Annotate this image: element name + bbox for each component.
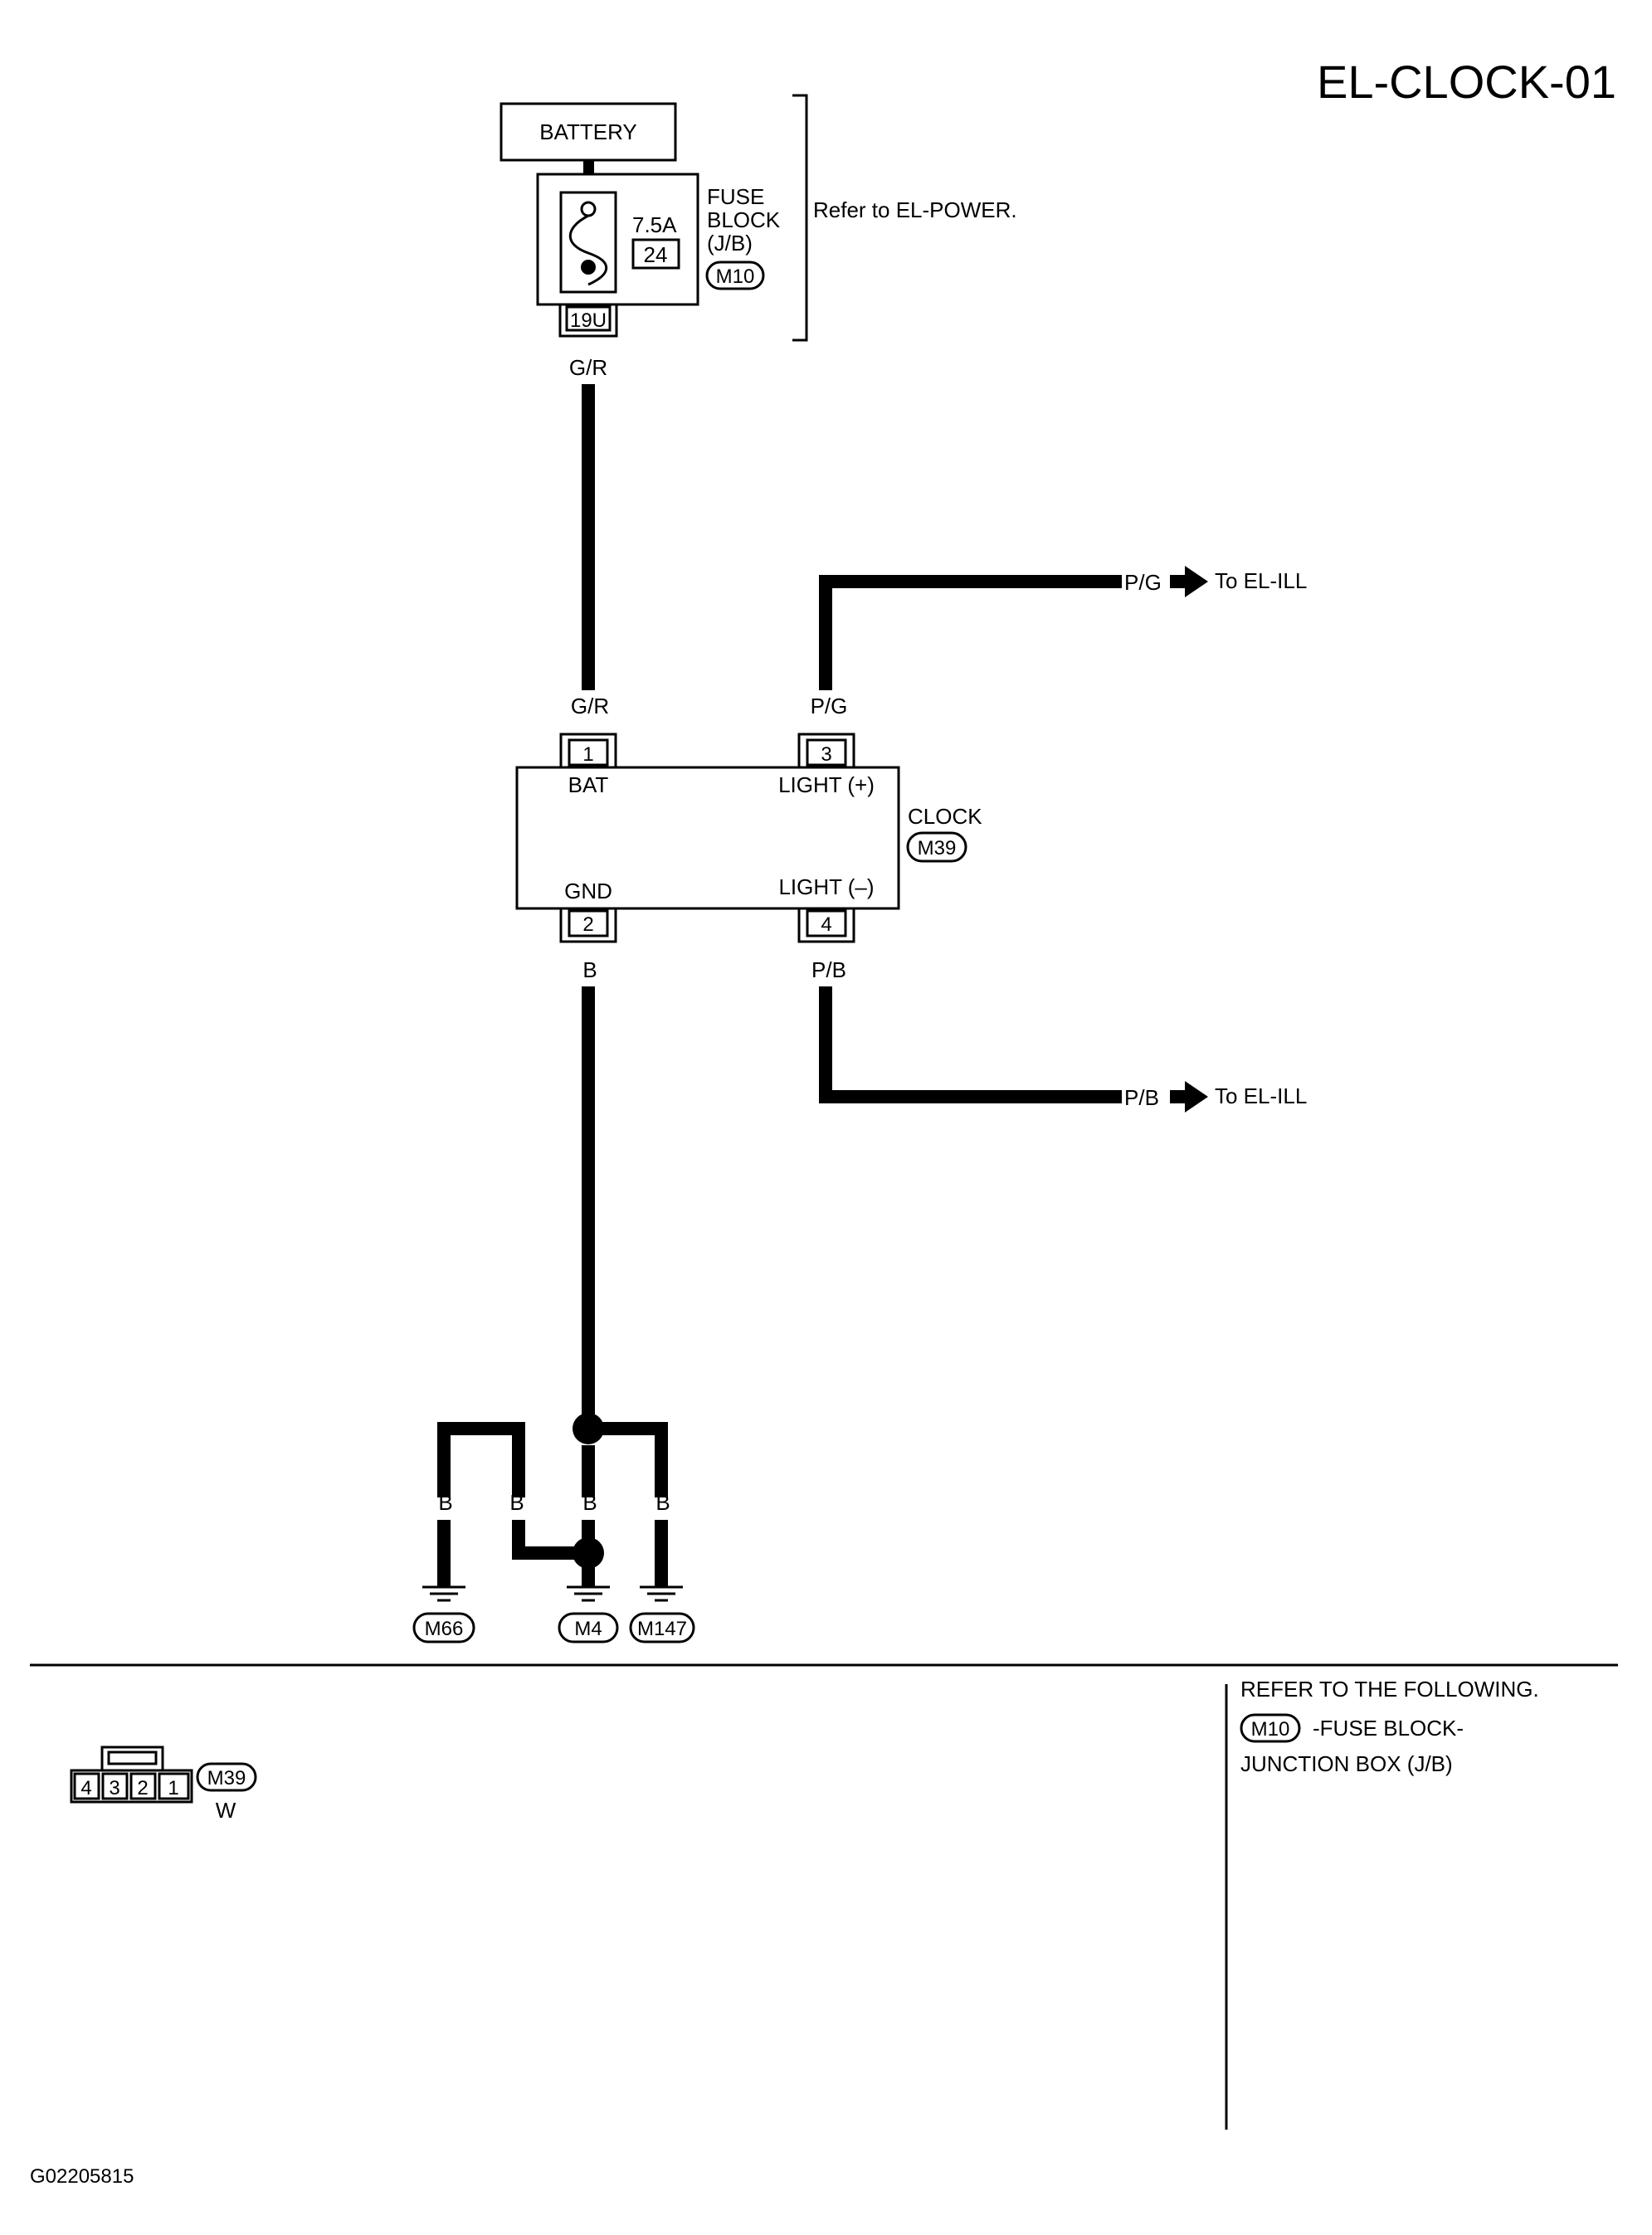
svg-text:4: 4 <box>821 913 831 936</box>
figure-code: G02205815 <box>30 2165 134 2188</box>
fuse-element-icon <box>568 214 607 286</box>
wire-light-plus <box>819 575 1122 690</box>
wire-label-ground-branch-3: B <box>582 1490 597 1515</box>
connector-pin: 2 <box>137 1777 148 1799</box>
fuse-block-label-2: BLOCK <box>707 207 781 232</box>
wire-label-ground-branch-4: B <box>655 1490 670 1515</box>
fuse-block-label-1: FUSE <box>707 184 764 209</box>
fuse-number: 24 <box>644 242 668 267</box>
ground-label-m66: M66 <box>425 1618 464 1640</box>
svg-text:2: 2 <box>582 913 593 936</box>
ground-network: B B B B M66 M4 M147 <box>412 1413 695 1643</box>
refer-note: Refer to EL-POWER. <box>813 197 1017 222</box>
destination-light-minus: To EL-ILL <box>1215 1083 1307 1108</box>
wire-label-light-plus: P/G <box>811 694 848 718</box>
wire-label-light-plus-out: P/G <box>1124 570 1162 595</box>
connector-view-id: M39 <box>207 1767 246 1789</box>
wire-label-ground-main: B <box>582 957 597 982</box>
refer-list-item-line1: -FUSE BLOCK- <box>1313 1716 1464 1741</box>
clock-pin-1: 1 <box>559 733 617 767</box>
ground-icon <box>422 1585 465 1602</box>
connector-view-color: W <box>216 1798 236 1823</box>
fuse-block: 7.5A 24 FUSE BLOCK (J/B) M10 19U <box>536 160 781 338</box>
fuse-rating: 7.5A <box>632 212 677 237</box>
fuse-top-terminal <box>580 201 597 217</box>
refer-list-heading: REFER TO THE FOLLOWING. <box>1240 1677 1539 1702</box>
clock-name: CLOCK <box>908 804 982 829</box>
connector-view: 4 3 2 1 M39 W <box>70 1746 257 1823</box>
fuse-block-label-3: (J/B) <box>707 231 753 256</box>
battery: BATTERY <box>499 102 677 162</box>
connector-pin: 1 <box>168 1777 178 1799</box>
refer-bracket: Refer to EL-POWER. <box>792 94 1017 342</box>
fuse-terminal: 19U <box>570 309 607 332</box>
connector-pin: 4 <box>80 1777 91 1799</box>
clock-pin-gnd-label: GND <box>564 879 612 903</box>
clock-pin-bat-label: BAT <box>568 772 609 797</box>
clock-pin-4: 4 <box>797 908 855 943</box>
destination-light-plus: To EL-ILL <box>1215 568 1307 593</box>
connector-pin: 3 <box>109 1777 119 1799</box>
diagram-title: EL-CLOCK-01 <box>1317 56 1616 108</box>
clock-connector: M39 <box>918 837 957 859</box>
wire-label-light-minus-out: P/B <box>1124 1085 1159 1110</box>
svg-text:1: 1 <box>582 743 593 766</box>
wire-label-battery-feed: G/R <box>569 355 607 380</box>
refer-list-connector: M10 <box>1251 1718 1290 1741</box>
svg-text:3: 3 <box>821 743 831 766</box>
ground-icon <box>640 1585 683 1602</box>
refer-list-item-line2: JUNCTION BOX (J/B) <box>1240 1751 1453 1776</box>
wire-label-ground-branch-2: B <box>509 1490 524 1515</box>
fuse-block-connector: M10 <box>716 265 755 288</box>
wire-label-light-minus: P/B <box>811 957 846 982</box>
fuse-bottom-terminal <box>581 260 596 275</box>
wire-light-minus <box>819 986 1122 1103</box>
clock-unit: BAT LIGHT (+) GND LIGHT (–) CLOCK M39 <box>515 766 982 910</box>
splice-lower <box>573 1537 604 1569</box>
refer-list: REFER TO THE FOLLOWING. M10 -FUSE BLOCK-… <box>1240 1677 1539 1776</box>
ground-icon <box>567 1585 610 1602</box>
clock-pin-2: 2 <box>559 908 617 943</box>
clock-pin-light-plus-label: LIGHT (+) <box>778 772 875 797</box>
arrow-right-icon <box>1170 1081 1208 1113</box>
wire-label-ground-branch-1: B <box>438 1490 452 1515</box>
battery-label: BATTERY <box>539 119 637 144</box>
clock-pin-light-minus-label: LIGHT (–) <box>778 874 874 899</box>
clock-pin-3: 3 <box>797 733 855 767</box>
wire-label-bat-input: G/R <box>571 694 609 718</box>
ground-label-m147: M147 <box>637 1618 687 1640</box>
arrow-right-icon <box>1170 566 1208 597</box>
ground-label-m4: M4 <box>574 1618 602 1640</box>
